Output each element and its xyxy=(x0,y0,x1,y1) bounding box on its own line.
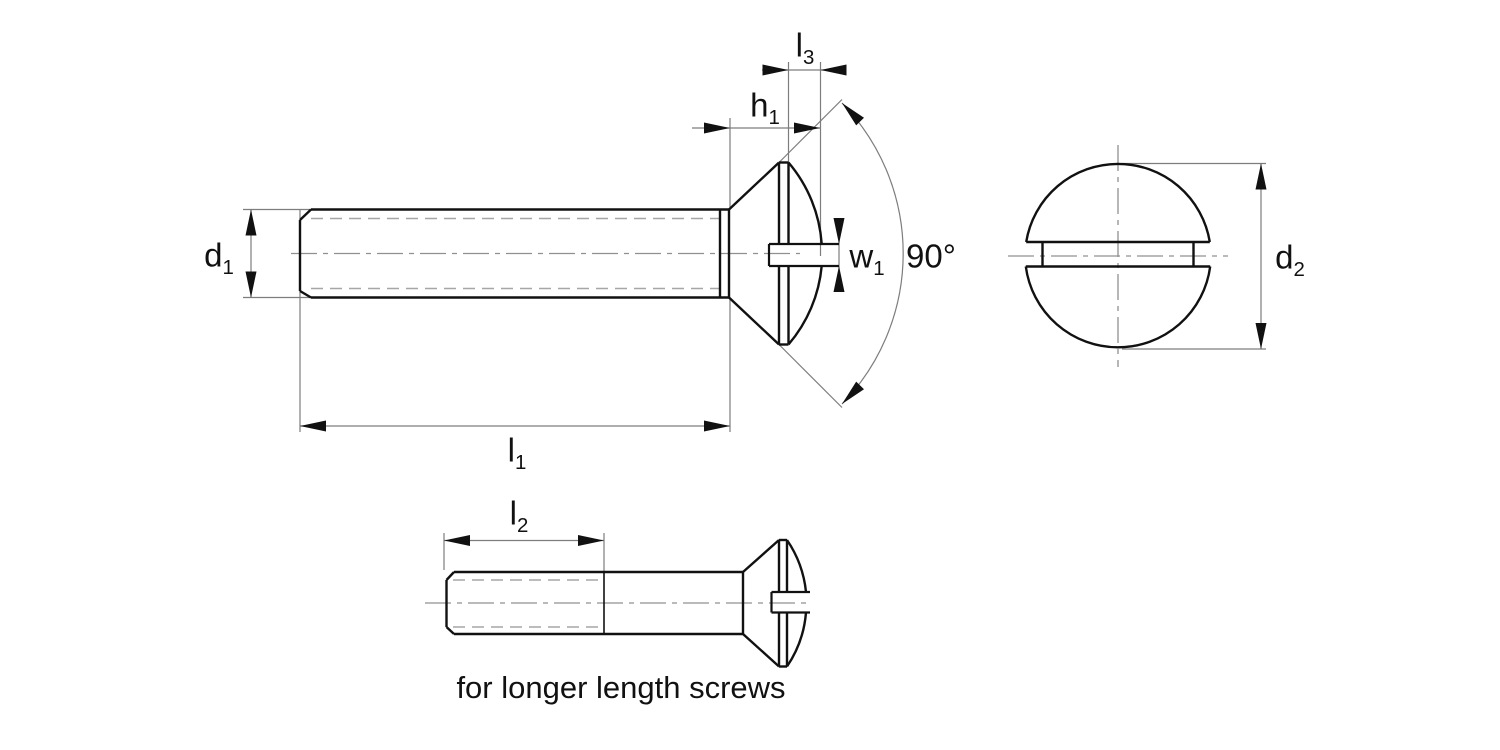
label-w1-sub: 1 xyxy=(873,257,885,281)
d1-arrow-up xyxy=(245,209,257,236)
label-h1-sub: 1 xyxy=(768,106,780,130)
l1-arrow-right xyxy=(704,420,730,432)
thread-lines xyxy=(311,217,720,628)
label-w1: w1 xyxy=(849,237,884,279)
head-rim-lines xyxy=(777,540,789,667)
label-l1-base: l xyxy=(507,431,515,469)
label-l2-base: l xyxy=(509,494,517,532)
label-d1-base: d xyxy=(204,236,223,274)
screw-tip xyxy=(445,571,455,635)
label-angle-90: 90° xyxy=(906,240,956,273)
slot-profile xyxy=(770,590,810,614)
dome-arc-upper xyxy=(786,539,808,593)
label-d2: d2 xyxy=(1275,238,1305,280)
head-rim-lines xyxy=(777,162,790,345)
dome-arc-lower xyxy=(787,265,823,346)
screw-tip xyxy=(298,208,312,299)
label-l1-sub: 1 xyxy=(514,451,527,475)
cone-angle-extension-top xyxy=(778,99,843,163)
l2-arrow-left xyxy=(444,535,470,546)
h1-arrow-right xyxy=(794,122,820,134)
l2-arrow-right xyxy=(578,535,604,546)
dome-arc-upper xyxy=(787,161,823,245)
label-d2-sub: 2 xyxy=(1293,258,1305,282)
cone-face-top xyxy=(742,539,780,573)
label-l2-sub: 2 xyxy=(516,514,529,538)
label-l3-sub: 3 xyxy=(802,46,815,70)
slot-profile xyxy=(767,242,839,268)
head-lower-arc xyxy=(1024,266,1212,349)
l1-arrow-left xyxy=(300,420,326,432)
label-w1-base: w xyxy=(849,237,874,275)
w1-arrow-top xyxy=(833,218,845,244)
angle-arc-arrow-top xyxy=(842,103,864,126)
top-screw-side-view xyxy=(298,161,839,346)
centerlines xyxy=(291,145,1228,604)
label-d1: d1 xyxy=(204,236,234,278)
label-d1-sub: 1 xyxy=(222,256,234,280)
cone-angle-arc xyxy=(841,102,904,405)
label-l2: l2 xyxy=(509,494,529,536)
h1-arrow-left xyxy=(704,122,730,134)
d1-arrow-down xyxy=(245,271,257,298)
label-angle-90-text: 90° xyxy=(906,237,956,275)
bottom-screw-side-view xyxy=(445,538,810,668)
angle-arc-arrow-bottom xyxy=(842,381,864,404)
head-front-view xyxy=(1024,162,1212,349)
cone-face-bottom xyxy=(728,296,780,346)
head-upper-arc xyxy=(1025,162,1211,243)
dimension-lines xyxy=(243,62,1266,572)
w1-arrow-bottom xyxy=(833,266,845,292)
drawing-caption: for longer length screws xyxy=(456,670,786,705)
cone-face-bottom xyxy=(742,633,780,668)
l3-arrow-right xyxy=(820,64,847,76)
d2-arrow-up xyxy=(1255,163,1267,190)
d2-arrow-down xyxy=(1255,323,1267,349)
cone-angle-extension-bottom xyxy=(778,344,843,408)
dimension-arrowheads xyxy=(245,64,1267,546)
cone-face-top xyxy=(728,161,780,211)
label-l1: l1 xyxy=(507,431,527,473)
label-l3: l3 xyxy=(795,26,815,68)
label-l3-base: l xyxy=(795,26,803,64)
l3-arrow-left xyxy=(762,64,789,76)
label-h1: h1 xyxy=(750,86,780,128)
dome-arc-lower xyxy=(786,612,808,668)
label-h1-base: h xyxy=(750,86,769,124)
label-d2-base: d xyxy=(1275,238,1294,276)
